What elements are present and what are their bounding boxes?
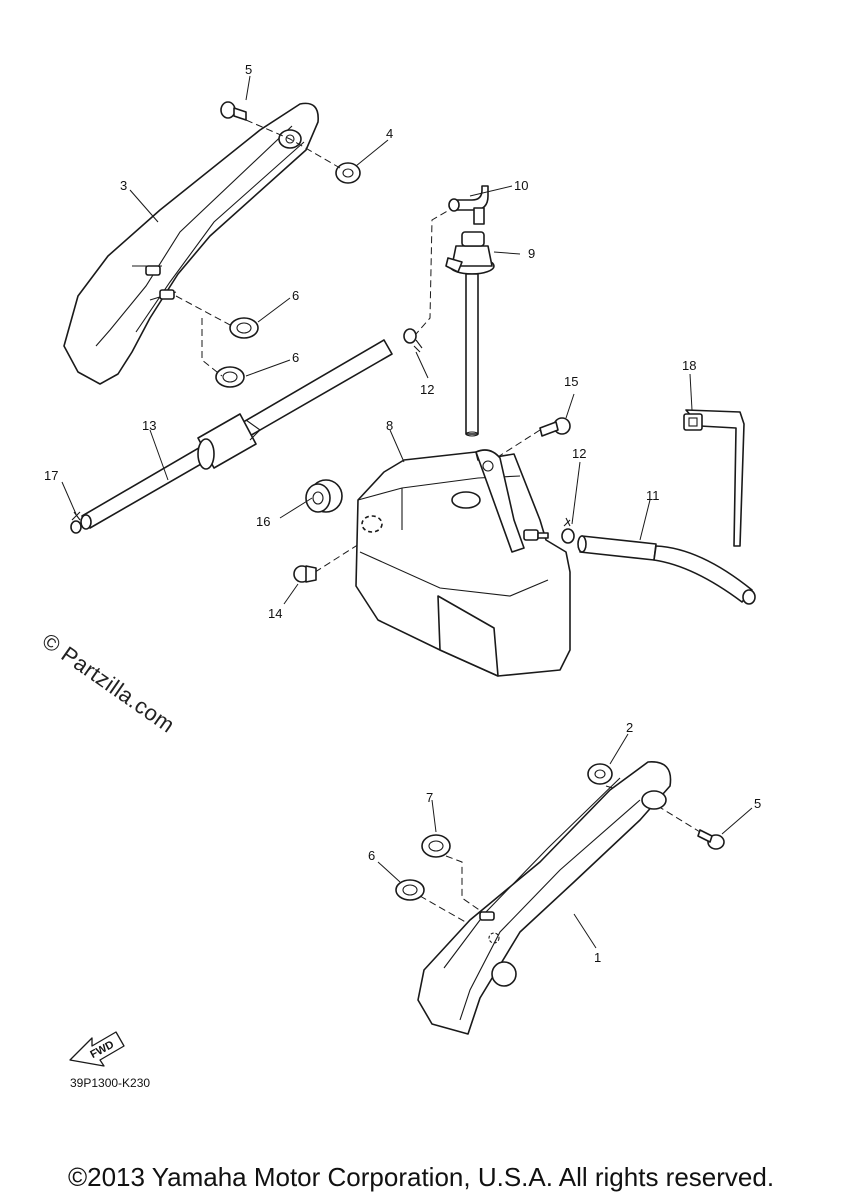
tank-damper[interactable] <box>293 565 317 583</box>
oil-hose[interactable] <box>80 339 393 530</box>
bolt-lower[interactable] <box>697 829 725 850</box>
callout-6-lower[interactable]: 6 <box>368 848 375 863</box>
callout-6-upper-b[interactable]: 6 <box>292 350 299 365</box>
breather-elbow[interactable] <box>448 185 489 225</box>
breather-hose[interactable] <box>577 535 756 605</box>
callout-2[interactable]: 2 <box>626 720 633 735</box>
bolt-upper[interactable] <box>220 101 247 121</box>
callout-12-lower[interactable]: 12 <box>572 446 586 461</box>
collar-upper[interactable] <box>335 162 361 184</box>
callout-11[interactable]: 11 <box>646 488 660 503</box>
callout-4[interactable]: 4 <box>386 126 393 141</box>
callout-17[interactable]: 17 <box>44 468 58 483</box>
fwd-arrow-icon: FWD <box>69 1031 125 1067</box>
hose-clip-12-lower[interactable] <box>561 517 575 544</box>
side-cover-upper[interactable] <box>63 102 319 385</box>
oil-tank[interactable] <box>355 449 571 677</box>
callout-16[interactable]: 16 <box>256 514 270 529</box>
callout-5-lower[interactable]: 5 <box>754 796 761 811</box>
callout-10[interactable]: 10 <box>514 178 528 193</box>
callout-7[interactable]: 7 <box>426 790 433 805</box>
callout-1[interactable]: 1 <box>594 950 601 965</box>
callout-15[interactable]: 15 <box>564 374 578 389</box>
tank-grommet[interactable] <box>305 479 343 513</box>
grommet-b[interactable] <box>215 366 245 388</box>
callout-13[interactable]: 13 <box>142 418 156 433</box>
tank-bolt[interactable] <box>539 417 571 437</box>
oil-tank-cap[interactable] <box>445 231 495 437</box>
callout-9[interactable]: 9 <box>528 246 535 261</box>
callout-3[interactable]: 3 <box>120 178 127 193</box>
collar-lower[interactable] <box>587 763 613 785</box>
hose-bracket[interactable] <box>683 409 745 547</box>
callout-12-upper[interactable]: 12 <box>420 382 434 397</box>
grommet-a[interactable] <box>229 317 259 339</box>
callout-18[interactable]: 18 <box>682 358 696 373</box>
diagram-code: 39P1300-K230 <box>70 1076 151 1090</box>
side-cover-lower[interactable] <box>417 761 672 1035</box>
callout-14[interactable]: 14 <box>268 606 282 621</box>
hose-clip-17[interactable] <box>70 511 82 534</box>
hose-clip-12-upper[interactable] <box>403 328 423 353</box>
callout-5-upper[interactable]: 5 <box>245 62 252 77</box>
grommet-7[interactable] <box>421 834 451 858</box>
copyright-notice: ©2013 Yamaha Motor Corporation, U.S.A. A… <box>67 1162 775 1192</box>
grommet-c[interactable] <box>395 879 425 901</box>
callout-8[interactable]: 8 <box>386 418 393 433</box>
callout-6-upper-a[interactable]: 6 <box>292 288 299 303</box>
